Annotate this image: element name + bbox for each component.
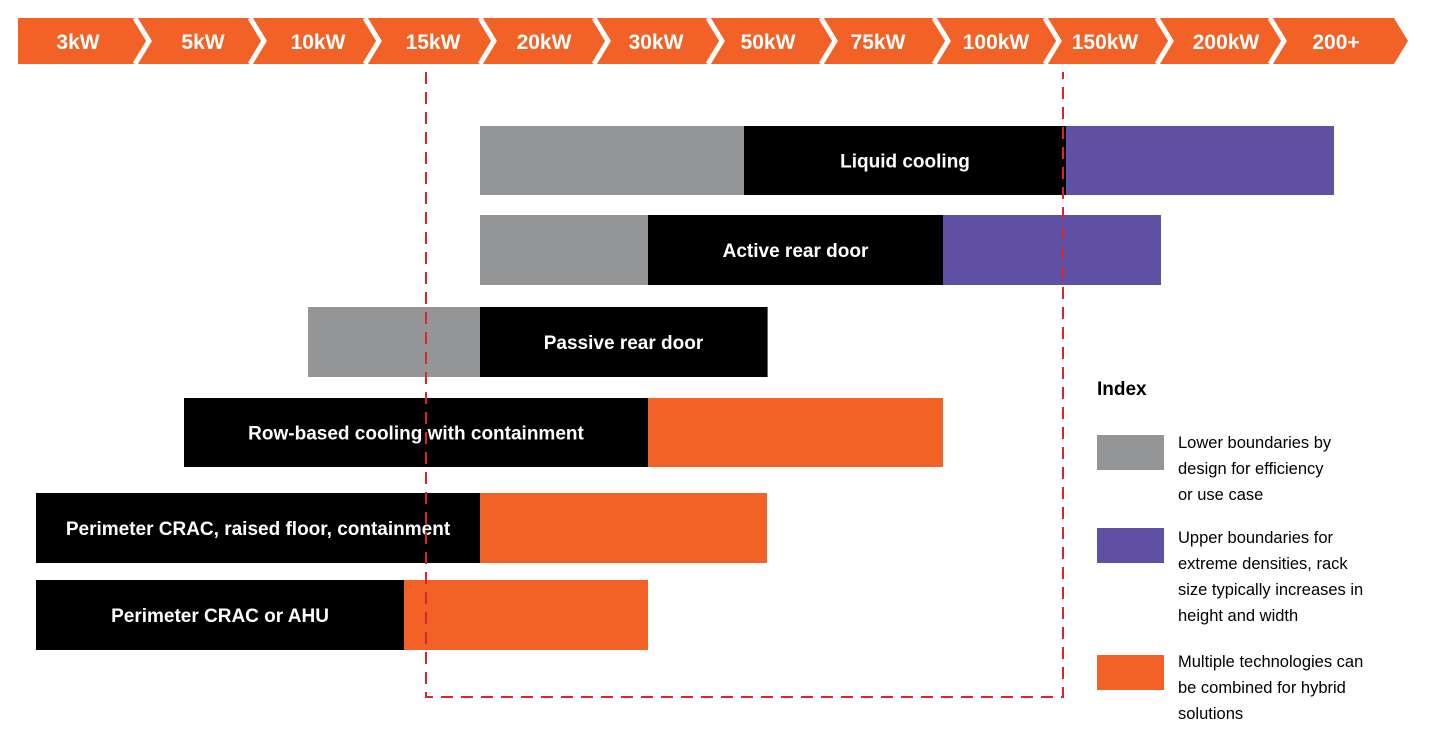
legend-line: size typically increases in [1178, 581, 1364, 599]
bar-segment-core [648, 215, 944, 285]
technology-bar: Passive rear door [308, 307, 768, 377]
scale-step-label: 5kW [181, 31, 224, 54]
bar-segment-lower [480, 126, 744, 195]
scale-chevron-divider [705, 16, 725, 66]
highlight-range-box [425, 72, 1064, 698]
legend-swatch-lower [1097, 435, 1164, 470]
legend-text-upper: Upper boundaries for extreme densities, … [1178, 525, 1418, 629]
bar-segment-core [36, 580, 405, 650]
scale-step-label: 30kW [629, 31, 684, 54]
scale-chevron-divider [1267, 16, 1287, 66]
legend-line: or use case [1178, 486, 1264, 504]
scale-step-label: 20kW [517, 31, 572, 54]
scale-step-label: 15kW [406, 31, 461, 54]
technology-bar: Liquid cooling [480, 126, 1334, 195]
bar-segment-hybrid [648, 398, 943, 467]
technology-label: Passive rear door [544, 333, 704, 354]
bar-segment-upper [1066, 126, 1334, 195]
legend-line: Multiple technologies can [1178, 653, 1364, 671]
legend-line: solutions [1178, 705, 1244, 723]
scale-step-label: 75kW [851, 31, 906, 54]
legend-swatch-hybrid [1097, 655, 1164, 690]
legend-line: Lower boundaries by [1178, 434, 1332, 452]
technology-label: Active rear door [723, 241, 869, 262]
range-dashed-outline [425, 72, 1064, 698]
technology-label: Perimeter CRAC or AHU [111, 606, 329, 627]
scale-chevron-divider [247, 16, 267, 66]
scale-chevron-divider [1042, 16, 1062, 66]
scale-step-label: 3kW [56, 31, 99, 54]
legend-line: Upper boundaries for [1178, 529, 1334, 547]
bar-segment-hybrid [480, 493, 767, 563]
density-scale: 3kW 5kW 10kW 15kW 20kW 30kW 50kW 75kW 100kW 150kW… [18, 16, 1408, 66]
legend-line: extreme densities, rack [1178, 555, 1348, 573]
technology-bar: Active rear door [480, 215, 1161, 285]
scale-band [18, 18, 1408, 64]
scale-chevron-divider [477, 16, 497, 66]
bar-segment-hybrid [404, 580, 648, 650]
bar-segment-core [744, 126, 1067, 195]
scale-chevron-divider [591, 16, 611, 66]
scale-chevron-divider [1154, 16, 1174, 66]
bar-segment-core [184, 398, 649, 467]
technology-bar: Perimeter CRAC, raised floor, containmen… [36, 493, 767, 563]
technology-label: Perimeter CRAC, raised floor, containmen… [66, 519, 451, 540]
bar-segment-core [36, 493, 481, 563]
bar-segment-lower [308, 307, 480, 377]
scale-step-label: 200kW [1193, 31, 1260, 54]
scale-step-label: 50kW [741, 31, 796, 54]
scale-chevron-divider [818, 16, 838, 66]
scale-step-label: 200+ [1312, 31, 1359, 54]
technology-bar: Perimeter CRAC or AHU [36, 580, 648, 650]
scale-step-label: 10kW [291, 31, 346, 54]
technology-label: Liquid cooling [840, 152, 970, 173]
legend-line: design for efficiency [1178, 460, 1324, 478]
scale-chevron-divider [132, 16, 152, 66]
legend-text-lower: Lower boundaries by design for efficienc… [1178, 430, 1418, 508]
legend-text-hybrid: Multiple technologies can be combined fo… [1178, 649, 1418, 727]
technology-bar: Row-based cooling with containment [184, 398, 943, 467]
technology-label: Row-based cooling with containment [248, 424, 584, 445]
bar-segment-lower [480, 215, 648, 285]
legend-swatch-upper [1097, 528, 1164, 563]
bar-segment-core [480, 307, 768, 377]
scale-step-label: 150kW [1072, 31, 1139, 54]
bar-segment-upper [943, 215, 1161, 285]
scale-step-label: 100kW [963, 31, 1030, 54]
scale-chevron-divider [362, 16, 382, 66]
scale-chevron-divider [931, 16, 951, 66]
legend-title: Index [1097, 379, 1147, 400]
legend-line: height and width [1178, 607, 1299, 625]
legend-line: be combined for hybrid [1178, 679, 1346, 697]
